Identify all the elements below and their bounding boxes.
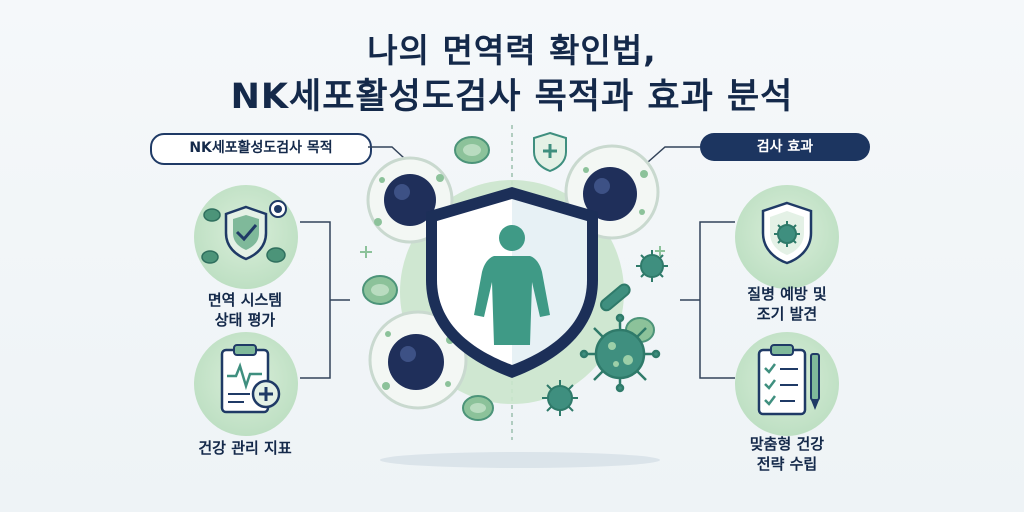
- clipboard-heartbeat-icon: [220, 344, 281, 414]
- right-item2-line2: 전략 수립: [756, 455, 818, 473]
- right-item1-label: 질병 예방 및 조기 발견: [687, 284, 887, 324]
- right-item1-icon-circle: [735, 185, 839, 289]
- right-item2-label: 맞춤형 건강 전략 수립: [687, 434, 887, 474]
- left-item2-line1: 건강 관리 지표: [198, 439, 292, 457]
- left-item1-line1: 면역 시스템: [207, 291, 283, 309]
- bacteria: [600, 283, 631, 312]
- main-shield-icon: [426, 187, 598, 378]
- left-connector-lines: [300, 146, 405, 379]
- virus-small-top: [636, 250, 668, 282]
- left-item2-label: 건강 관리 지표: [145, 438, 345, 458]
- green-cell-disc-centers: [371, 144, 486, 413]
- left-item1-label: 면역 시스템 상태 평가: [145, 290, 345, 330]
- left-section-header: NK세포활성도검사 목적: [150, 133, 372, 165]
- left-item2-icon-circle: [194, 332, 298, 436]
- right-connector-lines: [647, 146, 735, 379]
- right-item1-line2: 조기 발견: [756, 305, 818, 323]
- checklist-pen-icon: [757, 344, 820, 416]
- right-item2-icon-circle: [735, 332, 839, 436]
- title-line-2: NK세포활성도검사 목적과 효과 분석: [230, 77, 794, 117]
- small-shield-plus-icon: [533, 131, 567, 173]
- left-item1-line2: 상태 평가: [214, 311, 276, 329]
- right-section-header: 검사 효과: [700, 133, 870, 161]
- ground-shadow: [380, 452, 660, 468]
- left-item1-icon-circle: [194, 185, 298, 289]
- right-item2-line1: 맞춤형 건강: [749, 435, 825, 453]
- title-line-1: 나의 면역력 확인법,: [367, 31, 657, 70]
- immune-cell-bottom-left: [368, 310, 468, 410]
- virus-large-spots: [608, 342, 633, 367]
- virus-large: [579, 313, 661, 393]
- virus-small-bottom: [542, 380, 578, 416]
- right-item1-line1: 질병 예방 및: [747, 285, 827, 303]
- sparkle-icons: [360, 246, 665, 258]
- shield-check-icon: [201, 200, 287, 264]
- shield-virus-icon: [761, 201, 813, 265]
